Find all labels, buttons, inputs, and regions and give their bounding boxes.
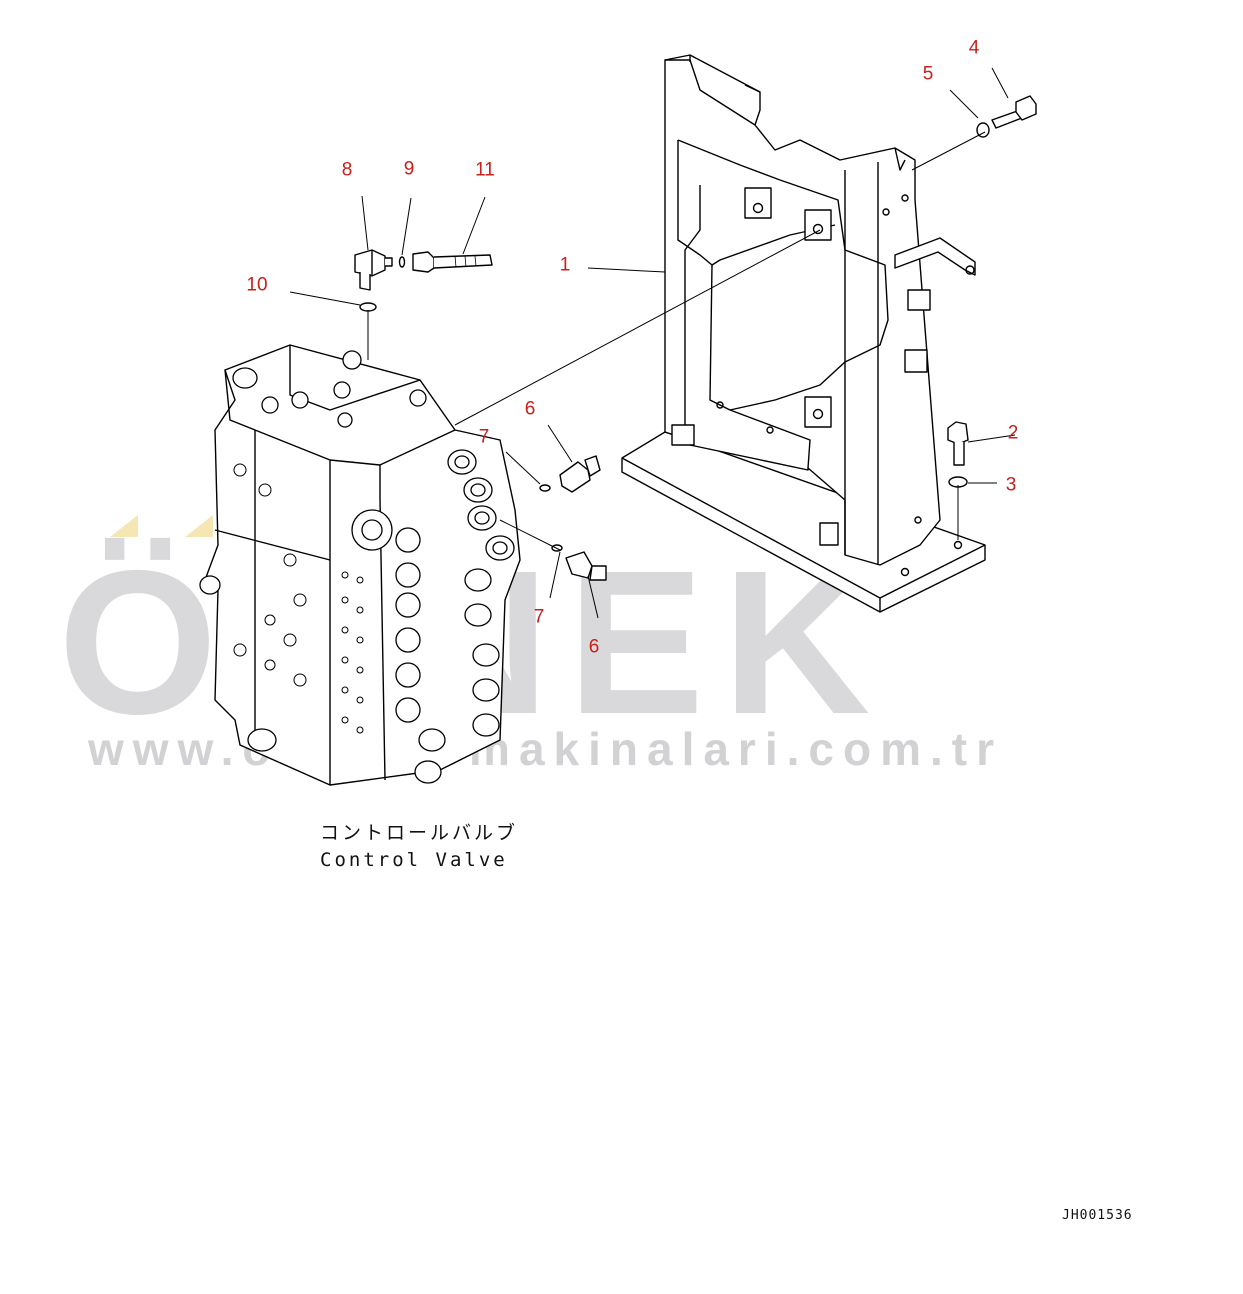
callout-6-lower: 6 [588,636,600,658]
callout-10: 10 [246,274,268,296]
bracket-part [621,54,986,613]
leader-lines [289,67,1016,619]
callout-3: 3 [1005,474,1017,496]
control-valve-assembly [199,344,521,786]
callout-8: 8 [341,159,353,181]
elbow-fitting [354,249,393,291]
caption-japanese: コントロールバルブ [320,822,519,844]
caption: コントロールバルブ Control Valve [320,820,518,873]
bolt-2 [947,421,969,466]
callout-5: 5 [922,63,934,85]
o-ring-7-upper [539,484,551,492]
bolt-4 [991,95,1037,129]
o-ring-7-lower [551,544,563,552]
callout-7-upper: 7 [478,426,490,448]
pressure-sensor-upper [559,455,601,493]
watermark-accent-mark [185,515,213,537]
drawing-id: JH001536 [1062,1208,1133,1223]
o-ring-9 [398,256,406,268]
callout-7-lower: 7 [533,606,545,628]
callout-1: 1 [559,254,571,276]
callout-2: 2 [1007,422,1019,444]
callout-9: 9 [403,158,415,180]
washer-5 [976,122,990,138]
plug-bolt [412,251,493,273]
callout-6-upper: 6 [524,398,536,420]
pressure-sensor-lower [565,551,607,581]
watermark-accent-mark [110,515,138,537]
caption-english: Control Valve [320,848,508,871]
callout-4: 4 [968,37,980,59]
callout-11: 11 [475,159,495,181]
o-ring-10 [359,302,377,312]
